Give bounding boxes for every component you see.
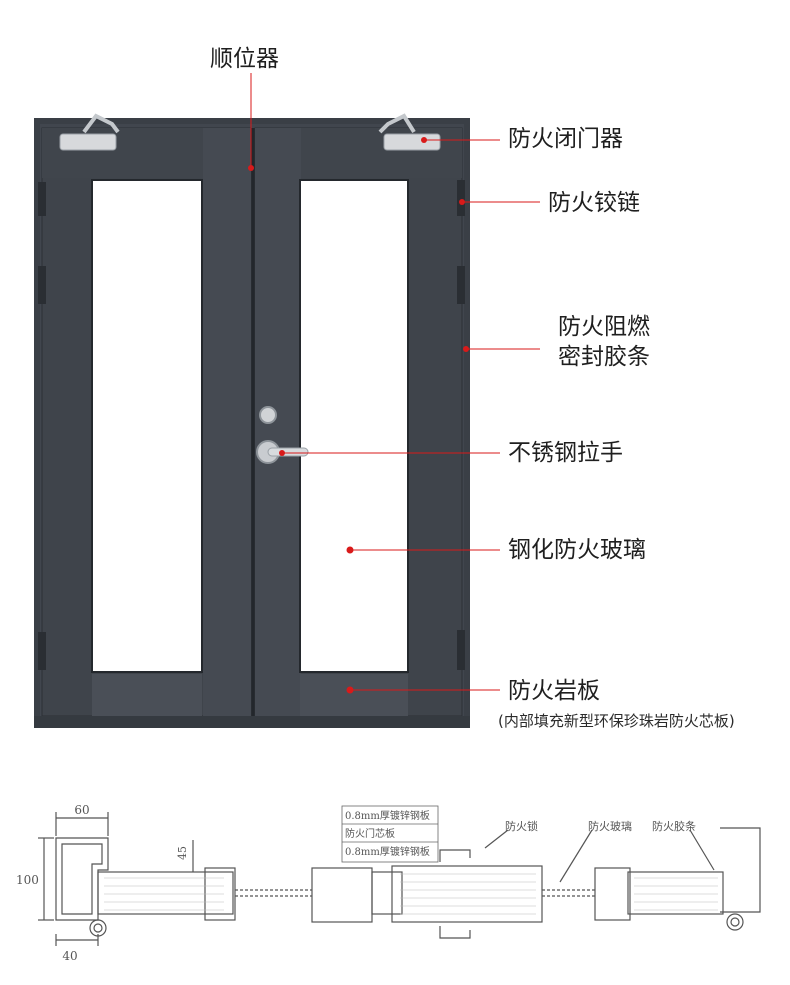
dot-seal xyxy=(463,346,469,352)
hinge-right-3 xyxy=(457,630,465,670)
right-leaf-core xyxy=(627,871,724,915)
left-frame-inner xyxy=(61,843,103,915)
dot-glass xyxy=(346,546,354,554)
hinge-right-1 xyxy=(457,180,465,216)
left-frame-profile xyxy=(55,837,109,921)
left-glass xyxy=(91,179,203,673)
hinge-left-3 xyxy=(38,632,46,670)
dot-hinge xyxy=(459,199,465,205)
door-sill xyxy=(34,716,470,728)
dim-left: 100 xyxy=(16,873,39,887)
section-lock-label: 防火锁 xyxy=(505,819,538,833)
label-door-closer: 防火闭门器 xyxy=(508,126,623,152)
section-glass-label: 防火玻璃 xyxy=(588,819,632,833)
label-board: 防火岩板 xyxy=(508,678,600,704)
label-glass: 钢化防火玻璃 xyxy=(508,537,646,563)
dot-handle xyxy=(279,450,285,456)
dot-closer xyxy=(421,137,427,143)
mid-left-profile xyxy=(311,867,373,923)
closer-arm-left xyxy=(82,113,120,134)
right-glass xyxy=(299,179,409,673)
layer-2: 防火门芯板 xyxy=(345,827,395,840)
dot-board xyxy=(346,686,354,694)
lock-cylinder xyxy=(259,406,277,424)
dot-sequencer xyxy=(248,165,254,171)
hinge-left-2 xyxy=(38,266,46,304)
label-handle: 不锈钢拉手 xyxy=(508,440,623,466)
lock-bracket-bottom xyxy=(439,926,471,939)
label-seal-line1: 防火阻燃 xyxy=(558,314,650,340)
closer-right xyxy=(383,133,441,151)
door-illustration xyxy=(34,73,540,728)
lock-bracket-top xyxy=(439,849,471,862)
right-board xyxy=(300,674,408,716)
label-sequencer: 顺位器 xyxy=(210,46,279,72)
left-board xyxy=(92,674,202,716)
section-seal-label: 防火胶条 xyxy=(652,819,696,833)
dim-top: 60 xyxy=(74,803,89,817)
hinge-right-2 xyxy=(457,266,465,304)
closer-arm-right xyxy=(378,113,416,134)
handle-lever xyxy=(267,447,309,457)
left-stile xyxy=(203,128,251,716)
center-lock-profile xyxy=(391,865,543,923)
closer-left xyxy=(59,133,117,151)
hinge-left-1 xyxy=(38,182,46,216)
label-board-note: (内部填充新型环保珍珠岩防火芯板) xyxy=(498,712,735,730)
layer-1: 0.8mm厚镀锌钢板 xyxy=(345,809,430,822)
left-leaf-core xyxy=(97,871,234,915)
right-frame-profile xyxy=(720,827,761,913)
cross-section-drawing: 60 100 40 45 0.8mm厚镀锌钢板 防火门芯板 0.8mm厚镀锌钢板… xyxy=(16,803,761,963)
label-seal-line2: 密封胶条 xyxy=(558,344,650,370)
label-hinge: 防火铰链 xyxy=(548,190,640,216)
dim-bottom: 40 xyxy=(62,949,77,963)
dim-glass: 45 xyxy=(176,846,189,860)
right-stile xyxy=(255,128,301,716)
layer-3: 0.8mm厚镀锌钢板 xyxy=(345,845,430,858)
